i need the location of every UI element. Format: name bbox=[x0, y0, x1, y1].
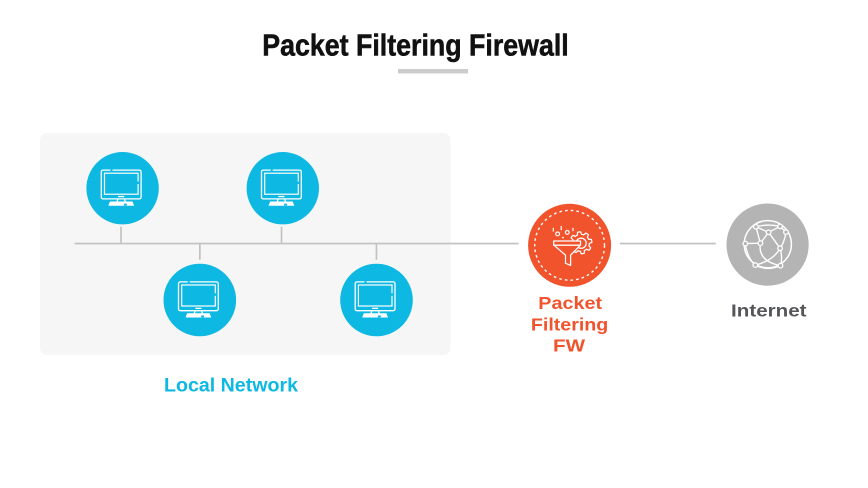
svg-text:Packet: Packet bbox=[538, 293, 602, 313]
svg-text:Local Network: Local Network bbox=[164, 375, 298, 397]
svg-text:Packet Filtering Firewall: Packet Filtering Firewall bbox=[262, 28, 569, 63]
svg-text:Filtering: Filtering bbox=[531, 314, 608, 334]
svg-text:FW: FW bbox=[553, 335, 586, 355]
svg-text:Internet: Internet bbox=[731, 301, 807, 321]
